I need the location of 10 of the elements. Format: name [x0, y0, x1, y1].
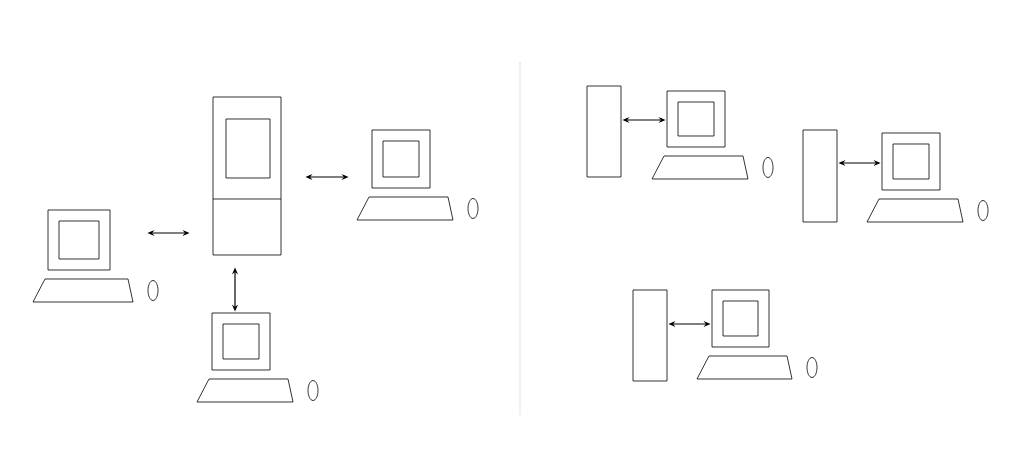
- tower-drawing: [632, 289, 668, 382]
- computer-drawing: [866, 132, 989, 223]
- computer-drawing: [651, 90, 774, 180]
- tower-drawing: [212, 96, 282, 256]
- tower-drawing: [586, 85, 622, 178]
- computer-drawing: [196, 312, 319, 403]
- tower-drawing: [802, 129, 838, 223]
- computer-drawing: [696, 289, 818, 380]
- computer-drawing: [356, 129, 479, 221]
- computer-drawing: [32, 209, 159, 303]
